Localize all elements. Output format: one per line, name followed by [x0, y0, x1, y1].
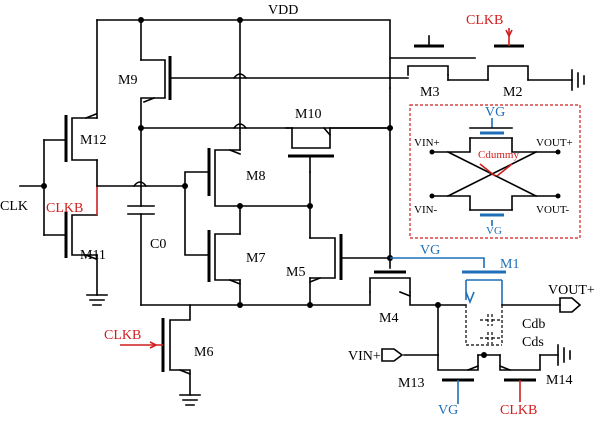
clkb-left-label: CLKB [46, 201, 83, 216]
transistor-m2: CLKB M2 [466, 13, 573, 100]
parasitic-caps: Cdb Cds [465, 305, 545, 350]
transistor-m1: M1 [462, 257, 519, 305]
transistor-m8: M8 [207, 148, 265, 207]
transistor-m4: M4 [369, 257, 412, 326]
inset-vout-minus: VOUT- [536, 204, 570, 216]
transistor-m14: M14 CLKB [498, 344, 572, 418]
capacitor-c0: C0 [127, 127, 166, 306]
inset-vg-top: VG [485, 105, 505, 120]
label-m11: M11 [80, 248, 106, 263]
vout-plus-label: VOUT+ [548, 283, 595, 298]
clkb-m14-label: CLKB [500, 403, 537, 418]
inset-vg-bottom: VG [486, 225, 502, 237]
ground-m2 [571, 69, 585, 91]
vin-plus-terminal: VIN+ [348, 348, 404, 364]
inset-vin-plus: VIN+ [414, 137, 440, 149]
vout-plus-terminal: VOUT+ [548, 283, 595, 313]
vdd-rail: VDD [96, 3, 391, 151]
label-m3: M3 [420, 85, 439, 100]
label-m9: M9 [118, 73, 137, 88]
c0-label: C0 [150, 237, 166, 252]
label-m10: M10 [295, 107, 321, 122]
cds-label: Cds [522, 335, 544, 350]
label-m2: M2 [503, 85, 522, 100]
label-m13: M13 [398, 376, 424, 391]
label-m5: M5 [286, 265, 305, 280]
transistor-m10: M10 [285, 107, 391, 173]
label-m12: M12 [80, 133, 106, 148]
ground-m11 [86, 294, 108, 306]
inset-cross-coupled: VG VIN+ VOUT+ Cdummy VIN- VOUT- VG [409, 104, 581, 239]
inset-cdummy: Cdummy [478, 149, 519, 161]
transistor-m3: M3 [389, 35, 476, 100]
clkb-m6-label: CLKB [104, 328, 141, 343]
vg-m13-label: VG [438, 403, 458, 418]
vg-m5-label: VG [420, 243, 440, 258]
transistor-m7: M7 [207, 230, 265, 286]
label-m1: M1 [500, 257, 519, 272]
transistor-m11: M11 [43, 212, 106, 296]
vdd-label: VDD [268, 3, 298, 18]
clk-label: CLK [0, 199, 28, 214]
clkb-top-label: CLKB [466, 13, 503, 28]
vin-plus-label: VIN+ [348, 349, 381, 364]
transistor-m12: M12 [43, 112, 106, 187]
cdb-label: Cdb [522, 317, 545, 332]
transistor-m5: M5 [286, 234, 391, 284]
label-m14: M14 [546, 373, 572, 388]
transistor-m13: M13 VG [398, 354, 480, 418]
transistor-m6: CLKB M6 [104, 304, 213, 406]
label-m4: M4 [379, 311, 398, 326]
label-m6: M6 [194, 345, 213, 360]
inset-vout-plus: VOUT+ [536, 137, 573, 149]
inset-vin-minus: VIN- [414, 204, 438, 216]
transistor-m9: M9 [118, 56, 391, 129]
label-m8: M8 [246, 169, 265, 184]
label-m7: M7 [246, 251, 265, 266]
